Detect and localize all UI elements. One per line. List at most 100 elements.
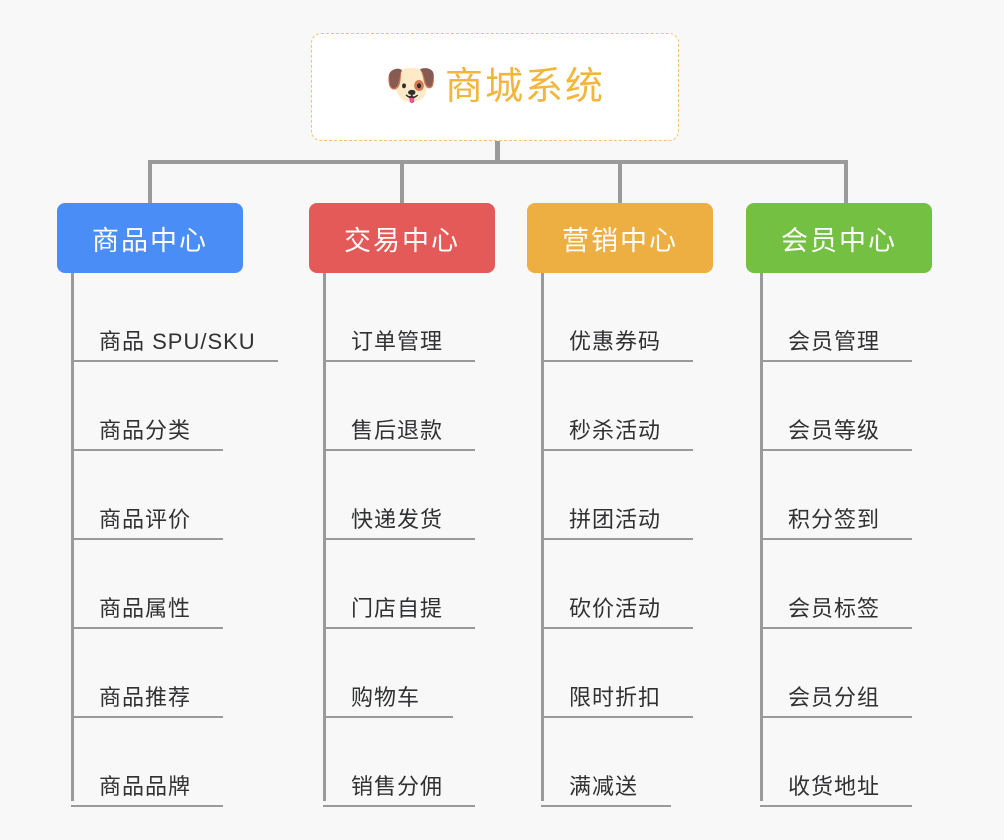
leaf-underline: [323, 538, 475, 540]
leaf-label: 砍价活动: [569, 596, 662, 621]
list-item[interactable]: 会员等级: [746, 362, 978, 451]
leaf-rail: [541, 273, 544, 801]
leaf-label: 购物车: [351, 685, 421, 710]
leaf-rail: [323, 273, 326, 801]
leaf-underline: [760, 627, 912, 629]
category-header-member-center[interactable]: 会员中心: [746, 203, 932, 273]
leaf-label: 优惠券码: [569, 329, 662, 354]
leaf-underline: [760, 538, 912, 540]
connector-drop-member: [844, 160, 848, 205]
leaf-underline: [760, 805, 912, 807]
leaf-underline: [71, 538, 223, 540]
list-item[interactable]: 限时折扣: [527, 629, 759, 718]
category-header-trade-center[interactable]: 交易中心: [309, 203, 495, 273]
list-item[interactable]: 销售分佣: [309, 718, 541, 807]
leaf-list-member-center: 会员管理 会员等级 积分签到 会员标签 会员分组 收货地址: [746, 273, 978, 807]
list-item[interactable]: 商品分类: [57, 362, 317, 451]
dog-face-icon: 🐶: [384, 61, 438, 108]
leaf-underline: [541, 360, 693, 362]
leaf-label: 商品 SPU/SKU: [99, 329, 256, 354]
list-item[interactable]: 门店自提: [309, 540, 541, 629]
leaf-rail: [71, 273, 74, 801]
leaf-label: 会员等级: [788, 418, 881, 443]
connector-root-stem: [495, 141, 500, 164]
leaf-underline: [71, 716, 223, 718]
leaf-underline: [71, 360, 278, 362]
connector-horizontal-bus: [148, 160, 848, 164]
connector-drop-marketing: [618, 160, 622, 205]
list-item[interactable]: 优惠券码: [527, 273, 759, 362]
category-label: 营销中心: [562, 225, 678, 256]
leaf-label: 满减送: [569, 774, 639, 799]
list-item[interactable]: 会员分组: [746, 629, 978, 718]
leaf-label: 会员分组: [788, 685, 881, 710]
leaf-label: 拼团活动: [569, 507, 662, 532]
category-label: 商品中心: [92, 225, 208, 256]
list-item[interactable]: 商品属性: [57, 540, 317, 629]
leaf-underline: [323, 360, 475, 362]
leaf-list-product-center: 商品 SPU/SKU 商品分类 商品评价 商品属性 商品推荐 商品品牌: [57, 273, 317, 807]
branch-product-center: 商品中心 商品 SPU/SKU 商品分类 商品评价 商品属性 商品推荐 商品品牌: [57, 203, 317, 807]
leaf-underline: [541, 716, 693, 718]
leaf-underline: [541, 805, 671, 807]
leaf-underline: [323, 805, 475, 807]
leaf-underline: [71, 627, 223, 629]
list-item[interactable]: 拼团活动: [527, 451, 759, 540]
list-item[interactable]: 商品推荐: [57, 629, 317, 718]
list-item[interactable]: 收货地址: [746, 718, 978, 807]
list-item[interactable]: 商品 SPU/SKU: [57, 273, 317, 362]
list-item[interactable]: 积分签到: [746, 451, 978, 540]
leaf-list-trade-center: 订单管理 售后退款 快递发货 门店自提 购物车 销售分佣: [309, 273, 541, 807]
leaf-label: 秒杀活动: [569, 418, 662, 443]
leaf-underline: [323, 627, 475, 629]
leaf-rail: [760, 273, 763, 801]
leaf-label: 限时折扣: [569, 685, 662, 710]
leaf-underline: [541, 449, 693, 451]
leaf-underline: [760, 449, 912, 451]
list-item[interactable]: 购物车: [309, 629, 541, 718]
leaf-label: 商品属性: [99, 596, 192, 621]
leaf-list-marketing-center: 优惠券码 秒杀活动 拼团活动 砍价活动 限时折扣 满减送: [527, 273, 759, 807]
leaf-underline: [541, 627, 693, 629]
leaf-label: 商品评价: [99, 507, 192, 532]
category-header-marketing-center[interactable]: 营销中心: [527, 203, 713, 273]
leaf-label: 会员管理: [788, 329, 881, 354]
branch-trade-center: 交易中心 订单管理 售后退款 快递发货 门店自提 购物车 销售分佣: [309, 203, 541, 807]
leaf-underline: [71, 805, 223, 807]
leaf-label: 商品分类: [99, 418, 192, 443]
leaf-label: 门店自提: [351, 596, 444, 621]
list-item[interactable]: 会员管理: [746, 273, 978, 362]
leaf-label: 积分签到: [788, 507, 881, 532]
branch-member-center: 会员中心 会员管理 会员等级 积分签到 会员标签 会员分组 收货地址: [746, 203, 978, 807]
list-item[interactable]: 满减送: [527, 718, 759, 807]
connector-drop-product: [148, 160, 152, 205]
connector-drop-trade: [400, 160, 404, 205]
leaf-label: 售后退款: [351, 418, 444, 443]
leaf-label: 商品推荐: [99, 685, 192, 710]
list-item[interactable]: 砍价活动: [527, 540, 759, 629]
list-item[interactable]: 快递发货: [309, 451, 541, 540]
category-header-product-center[interactable]: 商品中心: [57, 203, 243, 273]
list-item[interactable]: 会员标签: [746, 540, 978, 629]
leaf-label: 快递发货: [351, 507, 444, 532]
root-title: 商城系统: [444, 66, 605, 108]
leaf-label: 订单管理: [351, 329, 444, 354]
list-item[interactable]: 商品品牌: [57, 718, 317, 807]
leaf-underline: [760, 716, 912, 718]
leaf-underline: [323, 716, 453, 718]
list-item[interactable]: 订单管理: [309, 273, 541, 362]
leaf-underline: [760, 360, 912, 362]
branch-marketing-center: 营销中心 优惠券码 秒杀活动 拼团活动 砍价活动 限时折扣 满减送: [527, 203, 759, 807]
list-item[interactable]: 售后退款: [309, 362, 541, 451]
leaf-underline: [323, 449, 475, 451]
category-label: 交易中心: [344, 225, 460, 256]
root-node[interactable]: 🐶 商城系统: [311, 33, 679, 141]
leaf-underline: [71, 449, 223, 451]
leaf-label: 收货地址: [788, 774, 881, 799]
leaf-label: 会员标签: [788, 596, 881, 621]
list-item[interactable]: 商品评价: [57, 451, 317, 540]
leaf-label: 销售分佣: [351, 774, 444, 799]
list-item[interactable]: 秒杀活动: [527, 362, 759, 451]
category-label: 会员中心: [781, 225, 897, 256]
leaf-label: 商品品牌: [99, 774, 192, 799]
